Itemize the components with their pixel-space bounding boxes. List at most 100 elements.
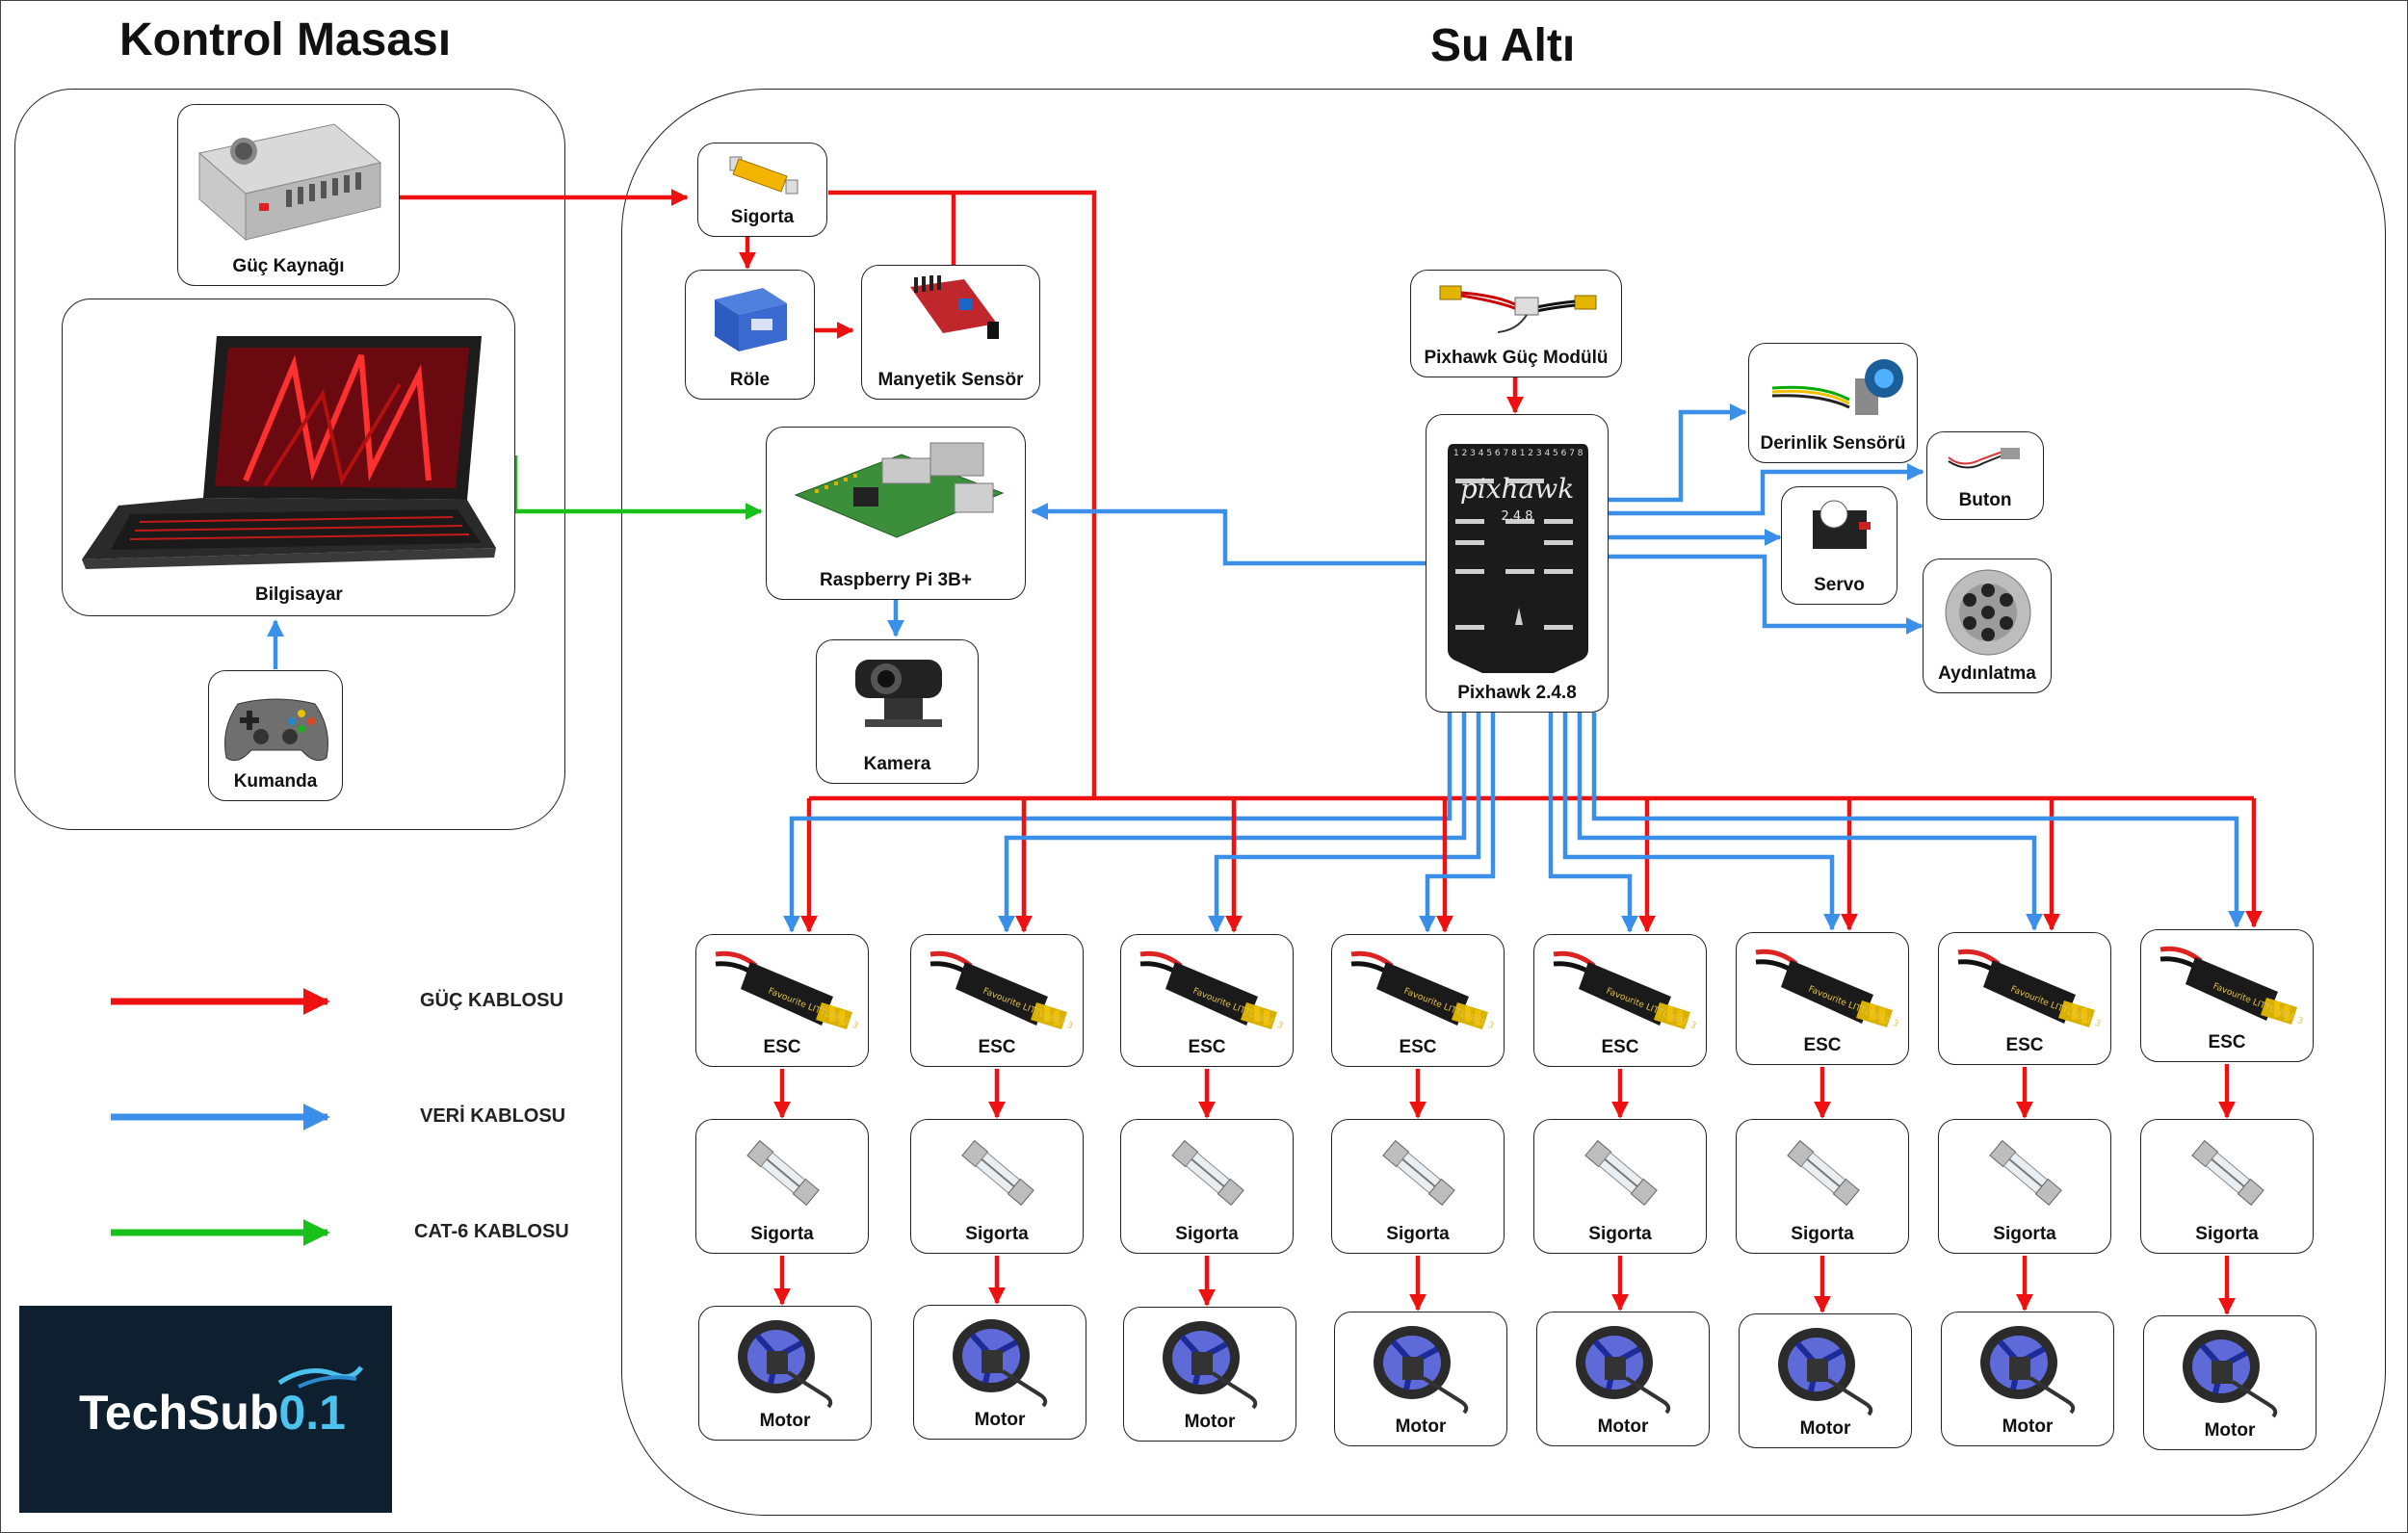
esc-node: Favourite LITTLEBEE 30A ESC — [910, 934, 1084, 1067]
wave-icon — [277, 1365, 364, 1389]
glass-fuse-icon — [1382, 1139, 1455, 1207]
esc-label: ESC — [1601, 1037, 1639, 1057]
motor-node: Motor — [2143, 1315, 2316, 1450]
logo-text: TechSub0.1 — [79, 1385, 346, 1441]
pixhawk-version-text: 2.4.8 — [1501, 509, 1533, 524]
thruster-fuse-node: Sigorta — [2140, 1119, 2314, 1254]
controller-label: Kumanda — [233, 771, 318, 792]
glass-fuse-icon — [2191, 1139, 2264, 1207]
button-icon — [1948, 448, 2020, 469]
motor-label: Motor — [1395, 1416, 1447, 1437]
lighting-node: Aydınlatma — [1923, 559, 2052, 693]
depth-sensor-icon — [1771, 359, 1903, 415]
lighting-icon — [1945, 569, 2031, 656]
esc-icon: Favourite LITTLEBEE 30A — [1350, 950, 1494, 1035]
thruster-fuse-node: Sigorta — [1736, 1119, 1909, 1254]
power-module-icon — [1439, 285, 1597, 333]
pixhawk-brand-text: pixhawk — [1459, 473, 1575, 505]
esc-icon: Favourite LITTLEBEE 30A — [715, 950, 858, 1035]
thruster-fuse-label: Sigorta — [750, 1224, 814, 1244]
legend-power-label: GÜÇ KABLOSU — [420, 990, 563, 1011]
glass-fuse-icon — [1787, 1139, 1860, 1207]
servo-node: Servo — [1781, 486, 1898, 605]
esc-label: ESC — [2208, 1032, 2246, 1052]
thruster-fuse-node: Sigorta — [910, 1119, 1084, 1254]
thruster-fuse-node: Sigorta — [695, 1119, 869, 1254]
esc-icon: Favourite LITTLEBEE 30A — [1957, 948, 2101, 1033]
wire-data-bus — [1208, 713, 1481, 933]
motor-label: Motor — [1597, 1416, 1649, 1437]
computer-label: Bilgisayar — [255, 585, 343, 605]
wire-computer-raspberry — [512, 455, 763, 520]
power-supply-node: Güç Kaynağı — [177, 104, 400, 286]
esc-icon: Favourite LITTLEBEE 30A — [929, 950, 1073, 1035]
legend-cat6-label: CAT-6 KABLOSU — [414, 1221, 569, 1242]
motor-label: Motor — [1799, 1418, 1851, 1439]
camera-icon — [855, 660, 942, 727]
wire-data-bus — [1562, 713, 1841, 931]
thruster-motor-icon — [1778, 1328, 1873, 1416]
servo-label: Servo — [1814, 575, 1865, 595]
esc-label: ESC — [1188, 1037, 1226, 1057]
raspberry-node: Raspberry Pi 3B+ — [766, 427, 1026, 600]
thruster-motor-icon — [953, 1319, 1048, 1408]
esc-node: Favourite LITTLEBEE 30A ESC — [1938, 932, 2111, 1065]
wire-data-bus — [1591, 713, 2245, 928]
thruster-fuse-node: Sigorta — [1331, 1119, 1505, 1254]
motor-node: Motor — [1536, 1312, 1710, 1446]
lighting-label: Aydınlatma — [1938, 663, 2036, 684]
esc-label: ESC — [763, 1037, 801, 1057]
magnetic-sensor-label: Manyetik Sensör — [877, 370, 1024, 390]
power-supply-label: Güç Kaynağı — [232, 256, 345, 276]
button-label: Buton — [1958, 490, 2012, 510]
glass-fuse-icon — [1171, 1139, 1244, 1207]
wire-data-bus — [1419, 713, 1496, 933]
thruster-fuse-node: Sigorta — [1938, 1119, 2111, 1254]
esc-icon: Favourite LITTLEBEE 30A — [1755, 948, 1898, 1033]
raspberry-label: Raspberry Pi 3B+ — [820, 570, 972, 590]
glass-fuse-icon — [746, 1139, 820, 1207]
esc-node: Favourite LITTLEBEE 30A ESC — [1533, 934, 1707, 1067]
controller-node: Kumanda — [208, 670, 343, 801]
power-supply-icon — [197, 123, 382, 242]
camera-label: Kamera — [863, 754, 931, 774]
thruster-fuse-label: Sigorta — [1791, 1224, 1854, 1244]
legend-data-label: VERİ KABLOSU — [420, 1105, 566, 1127]
thruster-motor-icon — [2183, 1330, 2278, 1418]
thruster-motor-icon — [1163, 1321, 1258, 1410]
thruster-motor-icon — [1374, 1326, 1469, 1415]
underwater-title: Su Altı — [1430, 20, 1576, 71]
wire-data-bus — [783, 713, 1453, 933]
esc-label: ESC — [2005, 1035, 2044, 1055]
thruster-fuse-node: Sigorta — [1533, 1119, 1707, 1254]
motor-label: Motor — [759, 1411, 811, 1431]
motor-node: Motor — [1941, 1312, 2114, 1446]
main-fuse-node: Sigorta — [697, 143, 827, 237]
wire-fuse-trunk — [828, 190, 1097, 798]
raspberry-icon — [794, 442, 1005, 538]
esc-node: Favourite LITTLEBEE 30A ESC — [2140, 929, 2314, 1062]
svg-text:1 2 3 4 5 6 7 8 1 2 3 4 5 6 7: 1 2 3 4 5 6 7 8 1 2 3 4 5 6 7 8 — [1453, 449, 1584, 458]
blade-fuse-icon — [729, 156, 798, 195]
thruster-motor-icon — [1576, 1326, 1671, 1415]
motor-node: Motor — [698, 1306, 872, 1441]
relay-label: Röle — [729, 370, 771, 390]
motor-node: Motor — [1739, 1313, 1912, 1448]
motor-node: Motor — [1123, 1307, 1296, 1442]
esc-node: Favourite LITTLEBEE 30A ESC — [1331, 934, 1505, 1067]
depth-sensor-label: Derinlik Sensörü — [1760, 433, 1906, 454]
magnetic-sensor-icon — [910, 275, 999, 339]
esc-icon: Favourite LITTLEBEE 30A — [1553, 950, 1696, 1035]
laptop-icon — [82, 336, 496, 569]
control-region — [14, 89, 565, 830]
button-node: Buton — [1926, 431, 2044, 520]
glass-fuse-icon — [1584, 1139, 1658, 1207]
motor-label: Motor — [2204, 1420, 2256, 1441]
control-title: Kontrol Masası — [119, 14, 452, 65]
pixhawk-power-node: Pixhawk Güç Modülü — [1410, 270, 1622, 377]
esc-icon: Favourite LITTLEBEE 30A — [1139, 950, 1283, 1035]
wire-pixhawk-button — [1609, 463, 1924, 516]
relay-node: Röle — [685, 270, 815, 400]
relay-icon — [715, 288, 787, 351]
